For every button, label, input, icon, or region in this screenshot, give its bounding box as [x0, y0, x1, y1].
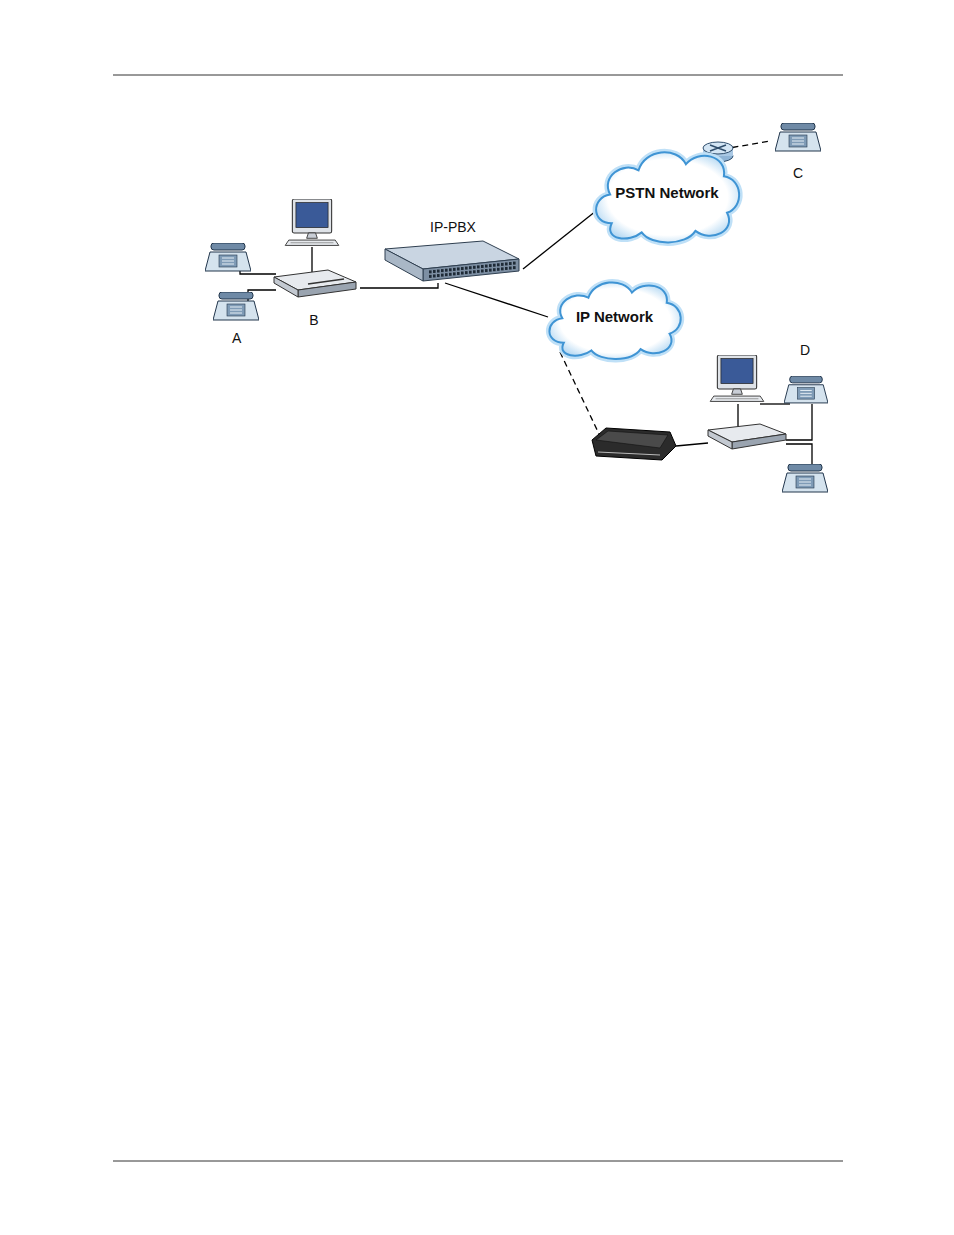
switch-port — [449, 268, 452, 271]
switch-ports — [429, 262, 516, 274]
switch-port — [465, 271, 468, 274]
ata-slot — [308, 279, 344, 284]
switch-port — [429, 275, 432, 278]
device-node: B — [268, 268, 360, 328]
ata-icon — [708, 424, 786, 449]
switch-port — [473, 270, 476, 273]
switch-port — [505, 262, 508, 265]
switch-port — [457, 267, 460, 270]
phone-icon — [782, 464, 828, 492]
header-rule — [113, 75, 843, 76]
phone-icon — [205, 243, 251, 271]
switch-port — [481, 269, 484, 272]
network-name: PSTN Network — [615, 184, 718, 201]
switch-port — [437, 270, 440, 273]
switch-port — [497, 263, 500, 266]
switch-port — [445, 269, 448, 272]
switch-port — [489, 264, 492, 267]
switch-port — [473, 266, 476, 269]
cloud-outline — [549, 282, 680, 359]
switch-port — [461, 272, 464, 275]
switch-port — [477, 270, 480, 273]
ata-side — [274, 277, 298, 297]
switch-port — [437, 274, 440, 277]
phone-icon — [775, 123, 821, 151]
footer-rule — [113, 1161, 843, 1162]
switch-side — [385, 249, 423, 281]
switch-port — [441, 274, 444, 277]
ata-front — [732, 434, 786, 449]
device-label: IP-PBX — [430, 219, 476, 235]
switch-port — [441, 269, 444, 272]
switch-port — [509, 262, 512, 265]
site-label: A — [232, 330, 241, 346]
computer-icon — [285, 199, 339, 245]
switch-port — [513, 266, 516, 269]
switch-port — [493, 268, 496, 271]
switch-port — [481, 265, 484, 268]
switch-port — [489, 269, 492, 272]
switch-port — [501, 263, 504, 266]
switch-port — [445, 273, 448, 276]
phone-icon — [213, 292, 259, 320]
dashed-link — [560, 352, 600, 436]
switch-port — [449, 273, 452, 276]
device-label: B — [309, 312, 318, 328]
device-label: C — [793, 165, 803, 181]
switch-port — [501, 267, 504, 270]
cable — [760, 403, 790, 404]
network-link — [523, 208, 600, 269]
network-name: IP Network — [576, 308, 653, 325]
cloud-glow — [596, 152, 739, 242]
switch-front — [423, 259, 519, 281]
cable — [676, 443, 708, 446]
switch-port — [465, 267, 468, 270]
switch-port — [461, 267, 464, 270]
switch-port — [453, 268, 456, 271]
cable — [311, 247, 312, 272]
switch-port — [509, 267, 512, 270]
ata-side — [708, 430, 732, 449]
switch-port — [493, 264, 496, 267]
switch-port — [433, 274, 436, 277]
modem-body — [592, 428, 676, 460]
cloud-glow — [549, 282, 680, 359]
phone-cable — [786, 404, 812, 440]
modem-icon — [592, 428, 676, 460]
computer-icon — [710, 355, 764, 401]
switch-port — [497, 268, 500, 271]
router-arrows — [710, 145, 726, 151]
switch-port — [469, 266, 472, 269]
modem-lights — [598, 452, 660, 455]
switch-ports — [429, 266, 516, 278]
switch-port — [505, 267, 508, 270]
site-label: D — [800, 342, 810, 358]
switch-port — [457, 272, 460, 275]
switch-port — [433, 270, 436, 273]
router-top — [703, 142, 733, 154]
switch-port — [453, 272, 456, 275]
network-cloud: IP Network — [542, 272, 687, 362]
switch-port — [485, 265, 488, 268]
cloud-outline — [596, 152, 739, 242]
network-cloud: PSTN Network — [588, 140, 746, 246]
modem-top — [596, 431, 668, 448]
device-node: C — [770, 123, 826, 181]
ata-front — [298, 282, 356, 297]
phone-icon — [784, 376, 828, 403]
switch-port — [469, 271, 472, 274]
switch-port — [429, 270, 432, 273]
network-link — [360, 283, 438, 288]
switch-port — [513, 262, 516, 265]
switch-port — [477, 265, 480, 268]
device-node: IP-PBX — [383, 219, 523, 283]
switch-port — [485, 269, 488, 272]
network-link — [445, 283, 548, 317]
